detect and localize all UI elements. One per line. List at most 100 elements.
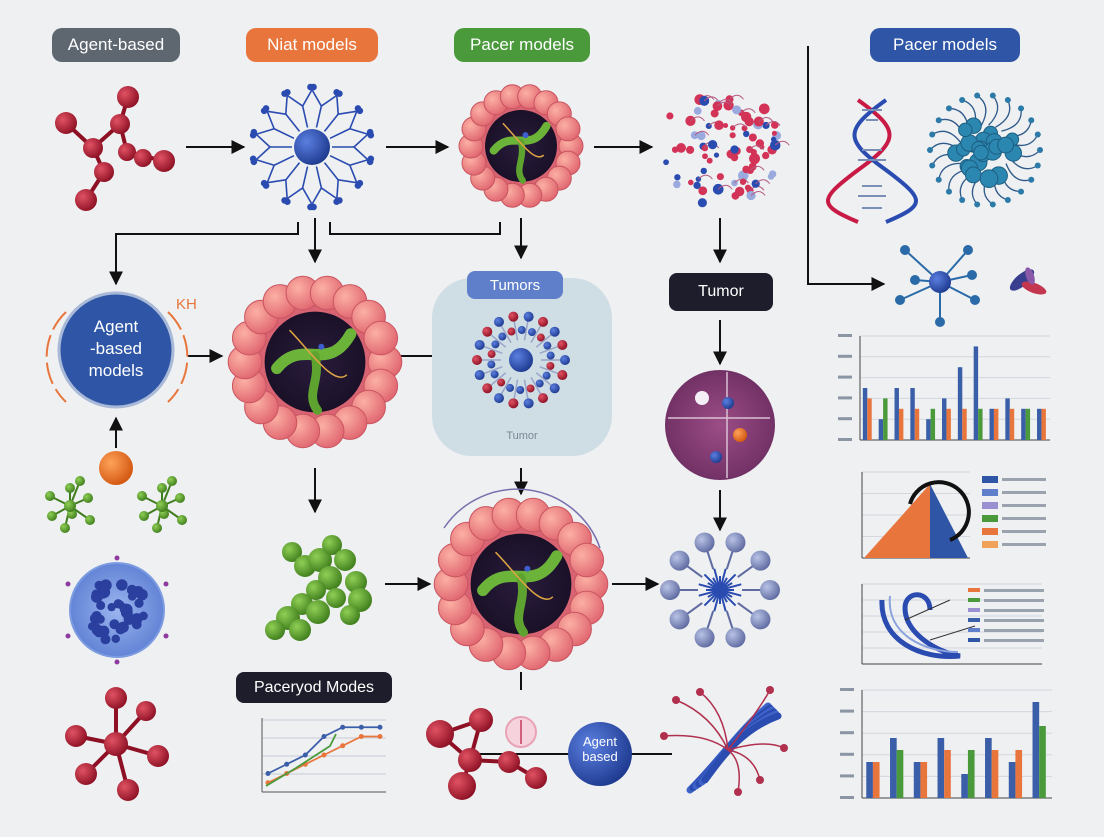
agent-circle-line-2: -based (90, 339, 142, 358)
bar (930, 408, 936, 440)
orange-sphere (99, 451, 133, 485)
bar (1041, 408, 1046, 440)
tick-label (840, 709, 854, 713)
bar (926, 419, 931, 440)
bar (973, 346, 979, 440)
bar (946, 408, 951, 440)
dna-helix-icon (826, 98, 918, 224)
bar (883, 398, 888, 440)
bar (985, 738, 992, 798)
bar (1039, 726, 1046, 798)
legend-swatch (968, 628, 980, 632)
bar (993, 408, 999, 440)
agent-circle-line-3: models (88, 361, 144, 380)
agent-based-sphere-label: Agent based (570, 734, 630, 764)
agent-based-sphere-line-2: based (582, 749, 618, 764)
bar (1037, 408, 1042, 440)
data-point (265, 771, 271, 776)
tick-label (838, 417, 852, 421)
tick-label (838, 396, 852, 400)
pacer-modes-tag: Paceryod Modes (236, 672, 392, 703)
pink-blue-network (663, 94, 790, 208)
bar (991, 750, 999, 798)
header-agent-based: Agent-based (52, 28, 180, 62)
legend-swatch (982, 489, 998, 496)
legend-text (984, 589, 1044, 592)
chart-coil-3 (861, 583, 1044, 665)
legend-text (1002, 543, 1046, 546)
red-molecule-bottom (426, 708, 547, 800)
green-protein (265, 535, 372, 641)
tick-label (840, 774, 854, 778)
area-blue (930, 484, 968, 558)
legend-swatch (968, 638, 980, 642)
chart-bar-4 (840, 688, 1052, 799)
agent-circle-icon (45, 291, 189, 409)
bar (867, 398, 872, 440)
header-pacer-models: Pacer models (454, 28, 590, 62)
bar (1021, 408, 1026, 440)
green-molecule-right (137, 476, 187, 533)
bar (1005, 398, 1010, 440)
purple-leaf-icon (1009, 267, 1047, 295)
bar (967, 750, 975, 798)
legend-text (1002, 504, 1046, 507)
arc (908, 480, 971, 542)
agent-based-sphere-line-1: Agent (583, 734, 617, 749)
bar (910, 388, 915, 440)
legend-swatch (982, 502, 998, 509)
tick-label (840, 752, 854, 756)
bar (898, 408, 904, 440)
legend-text (984, 609, 1044, 612)
chart-area-2 (861, 471, 1046, 559)
star-molecule (660, 532, 780, 648)
agent-circle-line-1: Agent (93, 317, 139, 336)
blue-dendrimer (249, 83, 375, 211)
bar (1025, 408, 1031, 440)
bar (942, 398, 947, 440)
legend-swatch (982, 515, 998, 522)
bar (896, 750, 904, 798)
blue-nanoparticle (65, 555, 169, 665)
legend-swatch (968, 588, 980, 592)
tumor-cell-bottom (433, 488, 609, 671)
purple-cell-icon (665, 370, 775, 480)
legend-text (984, 639, 1044, 642)
tumor-cell-top (458, 84, 584, 208)
blue-fiber-bundle (660, 686, 788, 796)
series-line (267, 735, 380, 784)
data-point (340, 743, 346, 749)
red-molecule-top-left (55, 86, 175, 211)
data-point (321, 734, 327, 739)
teal-molecular-cluster (927, 92, 1043, 208)
panel-molecule (472, 311, 570, 409)
legend-swatch (982, 541, 998, 548)
legend-text (984, 629, 1044, 632)
tumors-tag: Tumors (467, 271, 563, 299)
pointer (904, 599, 951, 621)
data-point (358, 724, 364, 730)
legend-text (984, 619, 1044, 622)
bar (957, 367, 963, 440)
tick-label (838, 334, 852, 337)
bar (978, 408, 983, 440)
bar (1032, 702, 1040, 798)
bar (890, 738, 897, 798)
kh-label: KH (176, 296, 197, 313)
bar (989, 408, 994, 440)
agent-circle-label: Agent -based models (66, 316, 166, 382)
bar (862, 388, 868, 440)
tick-label (838, 354, 852, 358)
green-molecule-left (45, 476, 95, 533)
bar (944, 750, 951, 798)
data-point (284, 761, 290, 767)
line-chart (261, 718, 386, 793)
bar (872, 762, 880, 798)
bar (1015, 750, 1023, 798)
legend-text (984, 599, 1044, 602)
pink-bubble (505, 716, 537, 748)
red-molecule-bottom-left (65, 687, 169, 801)
legend-text (1002, 491, 1046, 494)
legend-swatch (982, 528, 998, 535)
header-niat-models: Niat models (246, 28, 378, 62)
